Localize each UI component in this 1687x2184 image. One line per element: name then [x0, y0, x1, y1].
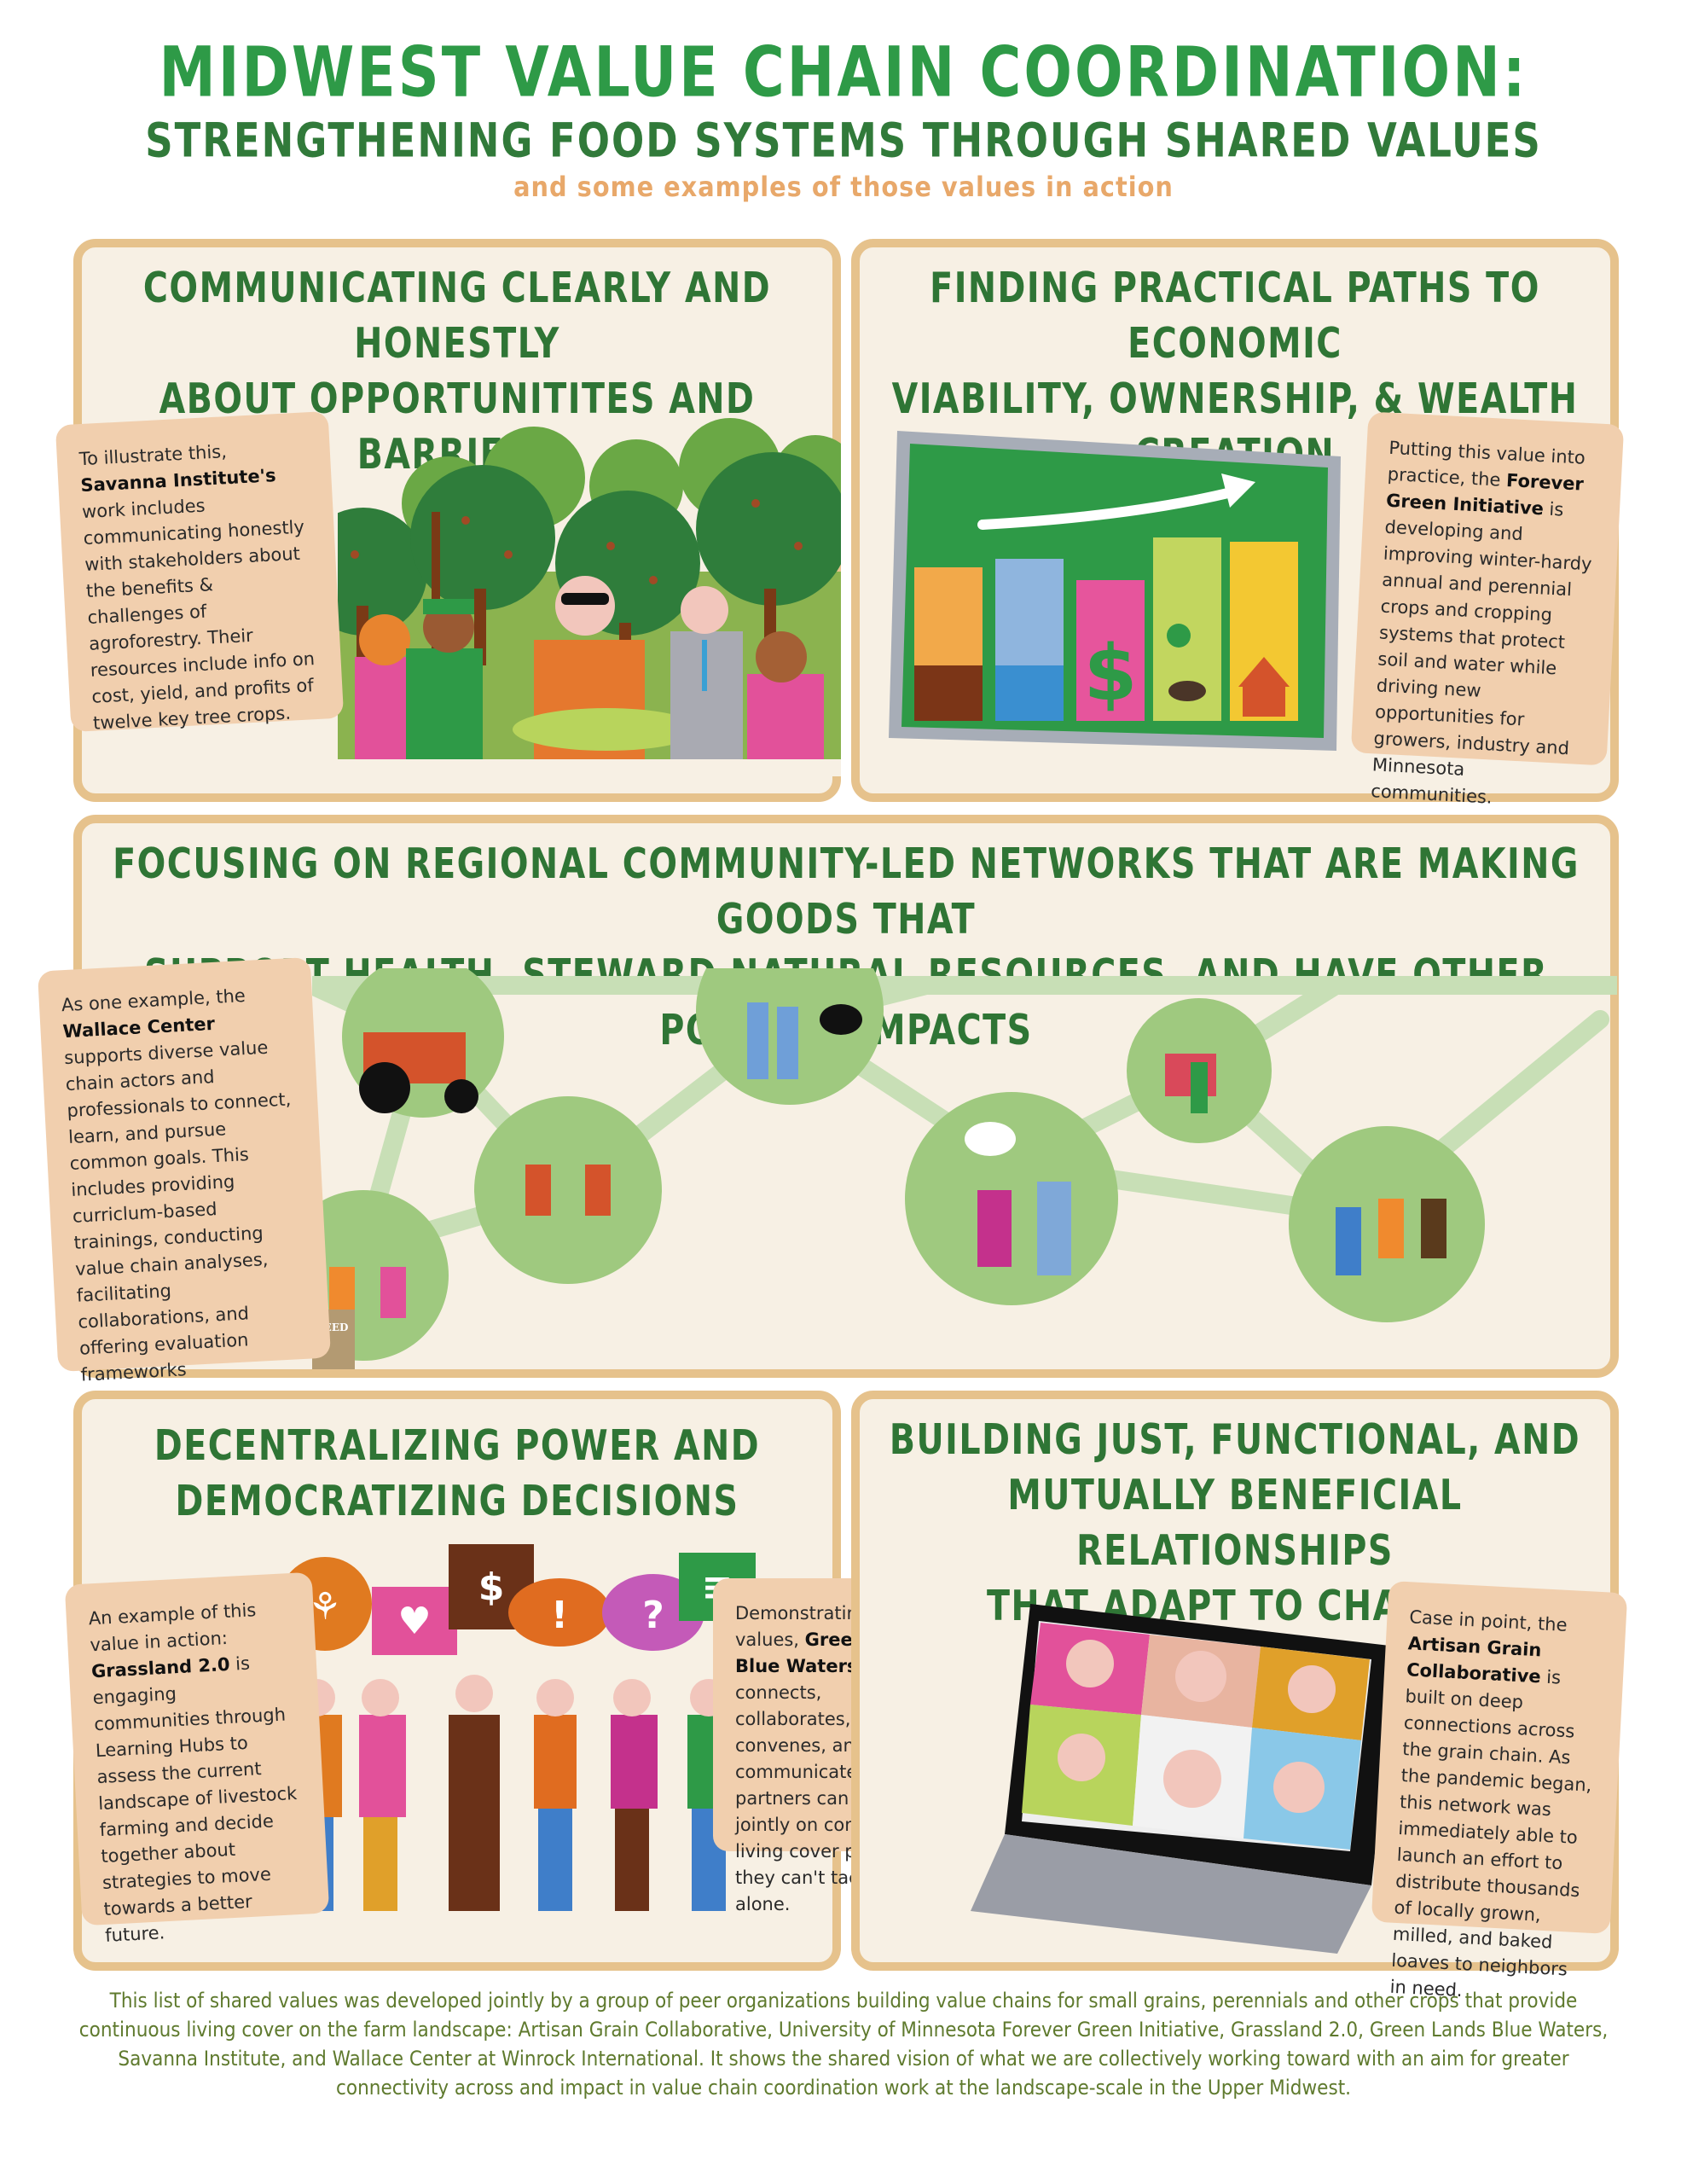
note-wallace-center: As one example, the Wallace Center suppo… [37, 956, 332, 1385]
main-subtitle: STRENGTHENING FOOD SYSTEMS THROUGH SHARE… [145, 113, 1542, 168]
panel-building-relationships: BUILDING JUST, FUNCTIONAL, AND MUTUALLY … [851, 1391, 1628, 2001]
panel-title-line: FOCUSING ON REGIONAL COMMUNITY-LED NETWO… [113, 839, 1580, 944]
agroforestry-illustration [338, 418, 841, 776]
panel-title: DECENTRALIZING POWER AND DEMOCRATIZING D… [82, 1419, 832, 1530]
note-text: supports diverse value chain actors and … [63, 1037, 292, 1385]
note-text: Case in point, the [1408, 1606, 1568, 1635]
note-text: As one example, the [61, 985, 246, 1016]
note-text: is engaging communities through Learning… [92, 1653, 298, 1946]
panel-title-line: COMMUNICATING CLEARLY AND HONESTLY [142, 264, 772, 369]
panel-decentralizing-power: DECENTRALIZING POWER AND DEMOCRATIZING D… [64, 1391, 960, 1971]
panel-community-networks: FOCUSING ON REGIONAL COMMUNITY-LED NETWO… [37, 815, 1619, 1385]
note-forever-green: Putting this value into practice, the Fo… [1350, 411, 1625, 808]
org-name: Artisan Grain Collaborative [1406, 1633, 1542, 1687]
svg-text:$: $ [478, 1565, 505, 1609]
panel-economic-viability: FINDING PRACTICAL PATHS TO ECONOMIC VIAB… [851, 239, 1625, 808]
speech-bubbles-illustration: ⚘ ♥ $ ! ? ≡ [278, 1544, 756, 1911]
note-text: is developing and improving winter-hardy… [1370, 498, 1593, 808]
panel-title-line: MUTUALLY BENEFICIAL RELATIONSHIPS [1007, 1471, 1463, 1576]
tagline: and some examples of those values in act… [513, 171, 1174, 203]
svg-text:♥: ♥ [397, 1600, 431, 1643]
org-name: Grassland 2.0 [90, 1653, 231, 1682]
chalkboard-bar-chart-illustration: $ [889, 431, 1341, 751]
note-text: An example of this value in action: [88, 1600, 257, 1656]
svg-text:?: ? [642, 1594, 664, 1637]
laptop-video-call-illustration [971, 1604, 1397, 1954]
note-text: To illustrate this, [78, 441, 228, 470]
note-savanna-institute: To illustrate this, Savanna Institute's … [55, 410, 345, 734]
panel-title-line: DECENTRALIZING POWER AND [154, 1421, 761, 1471]
footer-description: This list of shared values was developed… [78, 1989, 1609, 2100]
org-name: Wallace Center [62, 1013, 216, 1043]
panel-title-line: BUILDING JUST, FUNCTIONAL, AND [889, 1415, 1581, 1465]
panel-communicating: COMMUNICATING CLEARLY AND HONESTLY ABOUT… [55, 239, 841, 802]
svg-text:$: $ [1084, 629, 1138, 718]
note-grassland: An example of this value in action: Gras… [64, 1571, 330, 1946]
svg-text:!: ! [551, 1594, 568, 1637]
org-name: Savanna Institute's [79, 465, 277, 497]
community-network-illustration: SEED [312, 968, 1617, 1369]
panel-title-line: FINDING PRACTICAL PATHS TO ECONOMIC [930, 264, 1540, 369]
note-artisan-grain: Case in point, the Artisan Grain Collabo… [1371, 1580, 1628, 2001]
panel-title-line: DEMOCRATIZING DECISIONS [175, 1477, 739, 1526]
main-title: MIDWEST VALUE CHAIN COORDINATION: [159, 32, 1528, 113]
note-text: work includes communicating honestly wit… [81, 495, 316, 734]
note-text: is built on deep connections across the … [1389, 1666, 1592, 2001]
